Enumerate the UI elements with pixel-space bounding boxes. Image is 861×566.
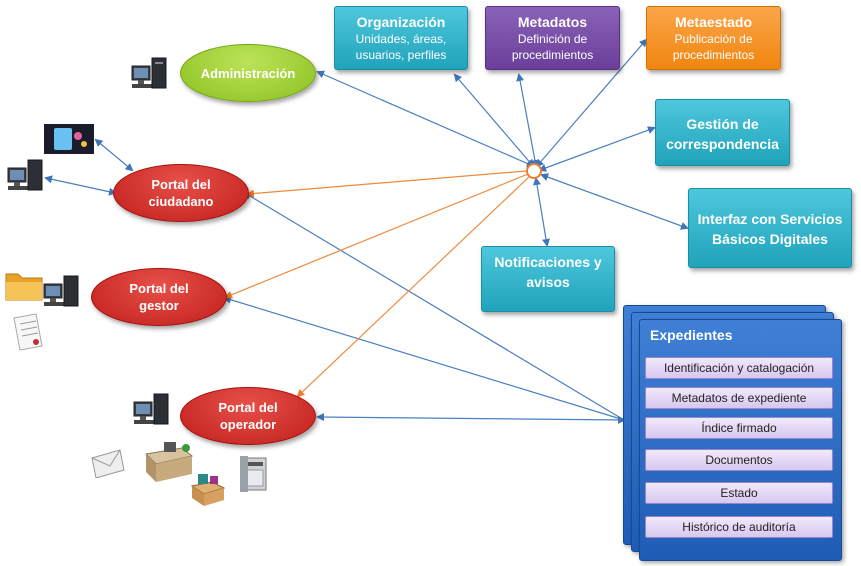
envelope-icon: [91, 449, 125, 478]
portal-ciudadano-ellipse: Portal del ciudadano: [113, 164, 249, 222]
expedientes-to-gestor: [223, 295, 625, 421]
computer-icon: [43, 275, 79, 307]
interfaz-servicios-box: Interfaz con Servicios Básicos Digitales: [688, 188, 852, 268]
operador-label: Portal del operador: [218, 400, 278, 432]
gestor-label: Portal del gestor: [129, 281, 189, 313]
expediente-item: Histórico de auditoría: [645, 516, 833, 538]
boxes-icon: [190, 474, 226, 506]
hub-to-administracion: [316, 70, 535, 168]
organizacion-title: Organización: [356, 14, 446, 30]
hub-to-metadatos: [516, 73, 539, 168]
portal-gestor-ellipse: Portal del gestor: [91, 268, 227, 326]
printer-icon: [240, 456, 267, 492]
folder-icon: [5, 273, 43, 301]
portal-operador-ellipse: Portal del operador: [180, 387, 316, 445]
administracion-label: Administración: [200, 65, 296, 81]
ciudadano-label: Portal del ciudadano: [148, 177, 214, 209]
administracion-ellipse: Administración: [180, 44, 316, 102]
expediente-item: Índice firmado: [645, 417, 833, 439]
gestion-title: Gestión de correspondencia: [666, 116, 779, 152]
hub-to-gestor-orange: [224, 173, 529, 299]
metaestado-subtitle: Publicación de procedimientos: [672, 32, 755, 62]
notificaciones-title: Notificaciones y avisos: [494, 254, 602, 290]
notificaciones-box: Notificaciones y avisos: [481, 246, 615, 312]
document-icon: [13, 313, 43, 351]
computer-icon: [131, 57, 167, 89]
interfaz-title: Interfaz con Servicios Básicos Digitales: [697, 211, 843, 247]
expediente-item: Estado: [645, 482, 833, 504]
gestion-correspondencia-box: Gestión de correspondencia: [655, 99, 790, 166]
hub-to-ciudadano-orange: [246, 170, 527, 198]
expediente-item: Metadatos de expediente: [645, 387, 833, 409]
expedientes-to-operador: [316, 413, 626, 424]
expediente-item: Identificación y catalogación: [645, 357, 833, 379]
expediente-item: Documentos: [645, 449, 833, 471]
hub-to-notificaciones: [533, 177, 550, 247]
office-desk-icon: [144, 442, 194, 482]
metadatos-subtitle: Definición de procedimientos: [511, 32, 594, 62]
metadatos-box: Metadatos Definición de procedimientos: [485, 6, 620, 70]
hub-to-operador-orange: [296, 175, 531, 398]
expedientes-to-ciudadano: [243, 191, 625, 421]
metadatos-title: Metadatos: [517, 14, 588, 30]
computer-icon: [7, 159, 43, 191]
phone-to-ciudadano: [94, 138, 134, 172]
smartphone-icon: [44, 124, 94, 154]
organizacion-box: Organización Unidades, áreas, usuarios, …: [334, 6, 468, 70]
hub-node: [526, 163, 542, 179]
computer-icon: [133, 393, 169, 425]
organizacion-subtitle: Unidades, áreas, usuarios, perfiles: [355, 32, 447, 62]
expedientes-title: Expedientes: [650, 327, 733, 343]
computer-to-ciudadano: [44, 175, 117, 196]
hub-to-interfaz: [540, 173, 689, 230]
hub-to-gestion: [538, 126, 656, 172]
metaestado-box: Metaestado Publicación de procedimientos: [646, 6, 781, 70]
metaestado-title: Metaestado: [674, 14, 753, 30]
